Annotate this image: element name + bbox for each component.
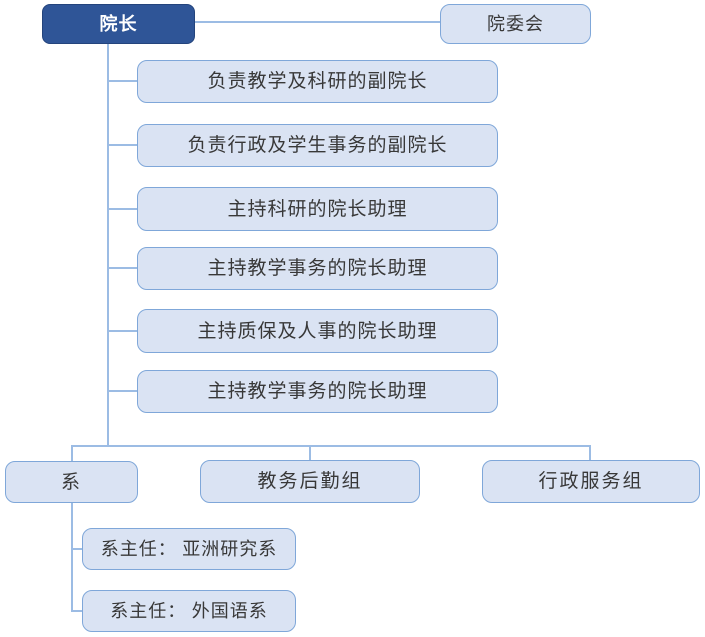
node-department: 系: [5, 461, 138, 503]
node-label: 主持教学事务的院长助理: [207, 258, 428, 279]
connector-drop-logistics: [309, 445, 311, 460]
connector-dean-committee: [195, 21, 440, 23]
node-assistant-teaching-2: 主持教学事务的院长助理: [137, 370, 498, 413]
node-label: 系主任： 亚洲研究系: [100, 539, 278, 559]
connector-drop-department: [71, 445, 73, 461]
node-assistant-teaching-1: 主持教学事务的院长助理: [137, 247, 498, 290]
connector-stub-assistant-1: [108, 80, 138, 82]
connector-stub-assistant-2: [108, 144, 138, 146]
node-label: 行政服务组: [538, 471, 644, 492]
connector-units-horizontal: [71, 445, 591, 447]
node-committee-label: 院委会: [487, 14, 544, 34]
node-vp-teaching-research: 负责教学及科研的副院长: [137, 60, 498, 103]
connector-dean-main-vertical: [107, 44, 109, 447]
node-label: 系主任： 外国语系: [110, 601, 268, 621]
node-dean-label: 院长: [99, 14, 138, 34]
connector-drop-admin-service: [589, 445, 591, 460]
node-admin-service-group: 行政服务组: [482, 460, 700, 503]
node-academic-logistics-group: 教务后勤组: [200, 460, 420, 503]
node-committee: 院委会: [440, 4, 591, 44]
node-label: 主持科研的院长助理: [227, 198, 408, 220]
node-vp-admin-student-affairs: 负责行政及学生事务的副院长: [137, 124, 498, 167]
connector-elbow-foreign-languages: [71, 610, 82, 612]
connector-stub-assistant-5: [108, 330, 138, 332]
connector-stub-assistant-3: [108, 208, 138, 210]
node-label: 负责教学及科研的副院长: [207, 71, 428, 92]
node-dept-foreign-languages: 系主任： 外国语系: [82, 590, 296, 632]
node-label: 系: [60, 471, 82, 493]
node-label: 负责行政及学生事务的副院长: [187, 135, 448, 156]
node-dean: 院长: [42, 4, 195, 44]
node-assistant-qa-hr: 主持质保及人事的院长助理: [137, 309, 498, 353]
node-assistant-research: 主持科研的院长助理: [137, 187, 498, 231]
node-label: 教务后勤组: [257, 471, 363, 492]
node-label: 主持质保及人事的院长助理: [197, 320, 438, 342]
connector-elbow-asian-studies: [71, 548, 82, 550]
connector-department-vertical: [71, 503, 73, 612]
node-dept-asian-studies: 系主任： 亚洲研究系: [82, 528, 296, 570]
node-label: 主持教学事务的院长助理: [207, 381, 428, 402]
connector-stub-assistant-6: [108, 390, 138, 392]
connector-stub-assistant-4: [108, 267, 138, 269]
